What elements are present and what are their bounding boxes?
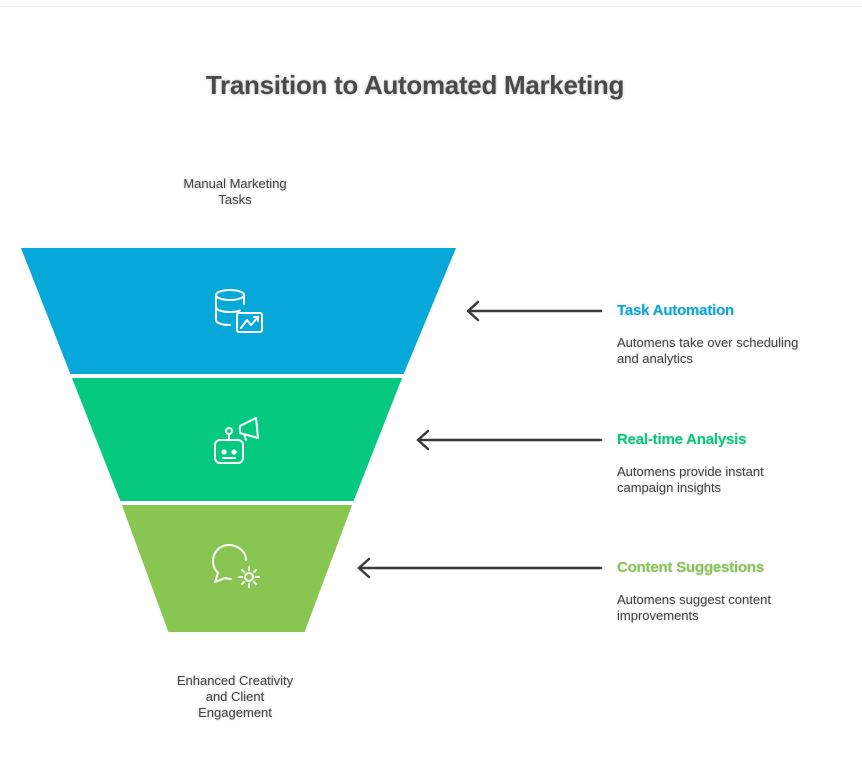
arrow-stage-3	[357, 557, 603, 579]
funnel-bottom-label: Enhanced Creativity and Client Engagemen…	[176, 673, 294, 720]
stage-3-title: Content Suggestions	[617, 559, 765, 576]
stage-3-annotation: Content Suggestions Automens suggest con…	[617, 559, 827, 624]
stage-1-title: Task Automation	[617, 302, 735, 319]
diagram-title: Transition to Automated Marketing	[205, 70, 625, 100]
stage-1-annotation: Task Automation Automens take over sched…	[617, 302, 827, 367]
stage-1-description: Automens take over scheduling and analyt…	[617, 335, 799, 366]
stage-2-description: Automens provide instant campaign insigh…	[617, 464, 764, 495]
robot-megaphone-icon	[214, 417, 259, 464]
stage-3-description: Automens suggest content improvements	[617, 592, 771, 623]
database-chart-icon	[215, 289, 263, 333]
funnel-stage-3	[117, 501, 357, 636]
stage-2-annotation: Real-time Analysis Automens provide inst…	[617, 431, 827, 496]
stage-2-title: Real-time Analysis	[617, 431, 747, 448]
arrow-stage-2	[416, 429, 603, 451]
top-divider	[0, 6, 862, 7]
chat-gear-icon	[212, 544, 260, 588]
funnel-top-label: Manual Marketing Tasks	[183, 176, 287, 207]
arrow-stage-1	[466, 300, 603, 322]
